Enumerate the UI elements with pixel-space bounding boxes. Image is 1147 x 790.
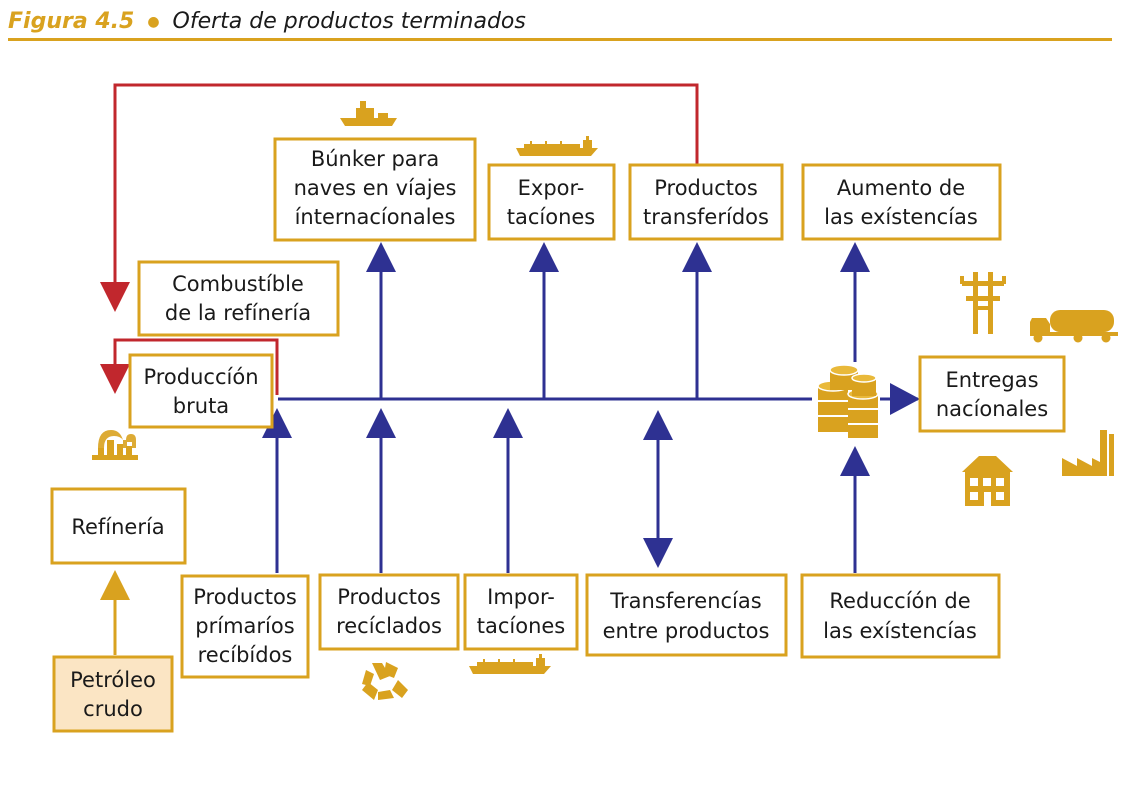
exports-line1: Expor- [518,176,585,200]
stock-increase-line1: Aumento de [837,176,965,200]
bunker-line3: ínternacíonales [295,205,456,229]
refinery-tower-icon [92,430,138,460]
crude-oil-line1: Petróleo [70,668,156,692]
imports-line2: tacíones [477,614,566,638]
bunker-line1: Búnker para [311,147,439,171]
interproduct-line2: entre productos [603,619,770,643]
house-icon [962,456,1013,506]
node-crude-oil: Petróleo crudo [52,655,174,733]
oil-barrels-icon [817,364,879,438]
title-rule [8,38,1112,41]
refinery-fuel-line2: de la refínería [165,301,311,325]
ship-icon [340,101,397,126]
primary-received-line2: prímaríos [195,614,294,638]
deliveries-line2: nacíonales [936,397,1048,421]
node-gross-production: Produccíón bruta [128,353,274,429]
node-transferred: Productos transferídos [628,163,784,241]
node-recycled: Productos recíclados [318,573,460,651]
transferred-line2: transferídos [643,205,769,229]
deliveries-line1: Entregas [945,368,1038,392]
svg-text:Figura 4.5 ● Ofert: Figura 4.5 ● Oferta de productos termina… [8,7,526,34]
figure-label: Figura 4.5 [8,9,134,34]
stock-decrease-line2: las exístencías [823,619,977,643]
crude-oil-line2: crudo [83,697,143,721]
node-stock-increase: Aumento de las exístencías [801,163,1002,241]
imports-line1: Impor- [487,585,555,609]
node-interproduct: Transferencías entre productos [585,573,788,657]
interproduct-double-arrow [643,410,673,568]
stock-decrease-line1: Reduccíón de [829,589,970,613]
node-exports: Expor- tacíones [487,163,616,241]
interproduct-line1: Transferencías [609,589,761,613]
bunker-line2: naves en víajes [294,176,457,200]
red-loop-transferred [100,83,699,312]
deliveries-arrowhead [890,383,920,415]
title-bullet: ● [147,14,159,30]
refinery-line1: Refínería [71,515,164,539]
node-bunker: Búnker para naves en víajes ínternacíona… [273,137,477,242]
primary-received-line3: recíbídos [198,643,293,667]
power-pylon-icon [960,272,1006,334]
exports-line2: tacíones [507,205,596,229]
recycle-icon [362,662,408,700]
primary-received-line1: Productos [193,585,297,609]
node-refinery-fuel: Combustíble de la refínería [137,260,340,337]
tanker-ship-icon [516,136,598,156]
recycled-line2: recíclados [336,614,442,638]
figure-title: Figura 4.5 ● Oferta de productos termina… [8,7,1112,41]
factory-icon [1062,430,1114,476]
recycled-line1: Productos [337,585,441,609]
figure-caption: Oferta de productos terminados [173,9,526,34]
node-imports: Impor- tacíones [463,573,579,651]
red-loop-refinery-fuel [100,338,279,395]
node-deliveries: Entregas nacíonales [918,355,1066,433]
node-refinery: Refínería [50,487,187,565]
node-stock-decrease: Reduccíón de las exístencías [800,573,1001,659]
tanker-truck-icon [1030,310,1118,343]
refinery-fuel-line1: Combustíble [172,272,304,296]
output-arrows [366,242,870,399]
crude-to-refinery-arrow [100,570,130,655]
input-arrows [262,408,870,573]
gross-production-line2: bruta [173,394,229,418]
import-ship-icon [469,654,551,674]
transferred-line1: Productos [654,176,758,200]
gross-production-line1: Produccíón [143,365,258,389]
stock-increase-line2: las exístencías [824,205,978,229]
node-primary-received: Productos prímaríos recíbídos [180,574,310,679]
